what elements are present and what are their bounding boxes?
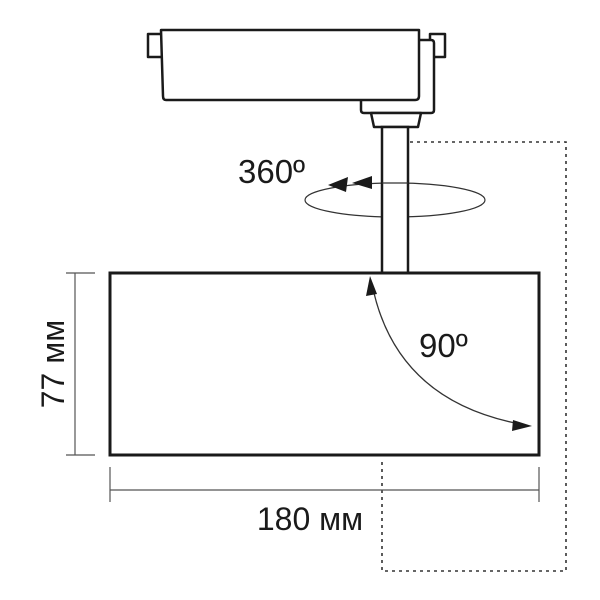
rotation-arrow-right-icon xyxy=(352,176,372,189)
width-dimension xyxy=(109,467,540,502)
tilt-arc xyxy=(371,283,521,425)
label-width: 180 мм xyxy=(257,501,363,537)
label-rotation-360: 360º xyxy=(238,153,305,190)
adapter-body xyxy=(159,28,421,102)
tilt-arrow-up-icon xyxy=(366,276,377,296)
rotation-arrow-left-icon xyxy=(328,177,348,192)
height-dimension xyxy=(66,272,95,456)
track-adapter xyxy=(146,28,447,129)
label-height: 77 мм xyxy=(35,320,71,408)
adapter-neck xyxy=(369,111,423,129)
adapter-left-tab xyxy=(146,32,164,59)
label-tilt-90: 90º xyxy=(419,327,468,364)
rotated-position-outline xyxy=(381,141,567,572)
tilt-arrow-right-icon xyxy=(512,420,532,431)
stem xyxy=(380,125,410,275)
lamp-body xyxy=(108,271,541,457)
